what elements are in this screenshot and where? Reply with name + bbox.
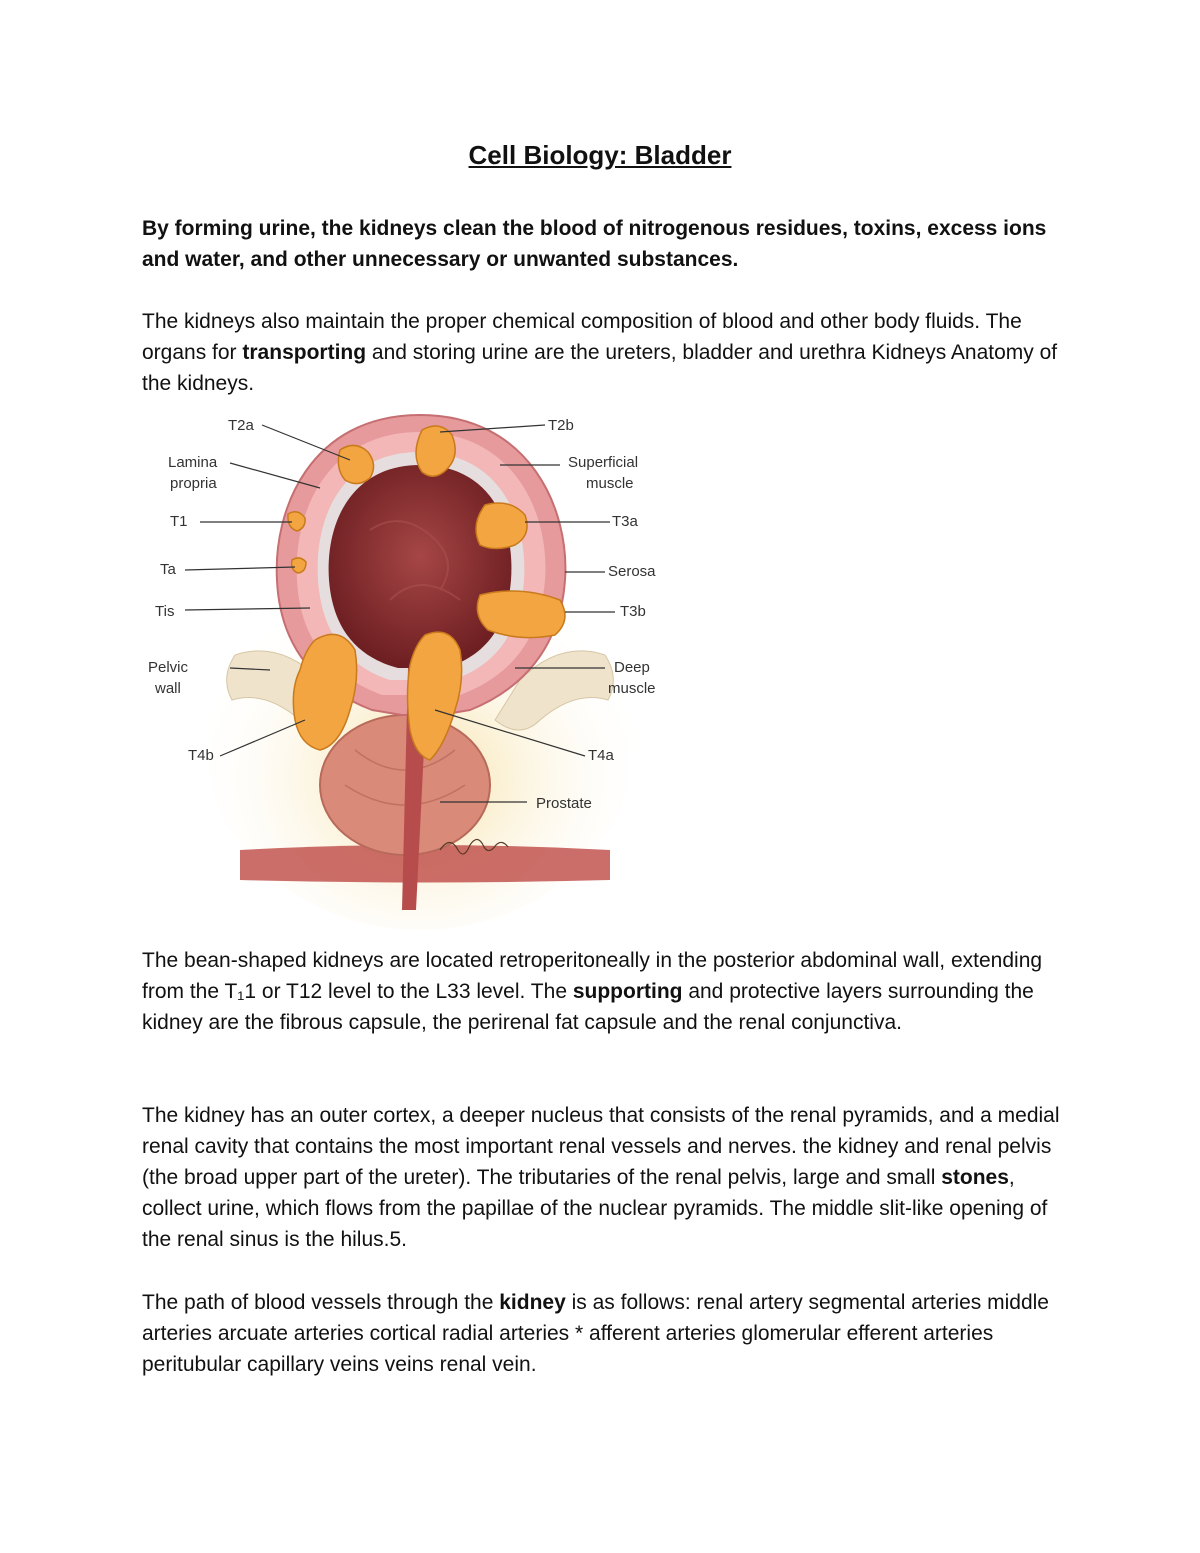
paragraph-text: The kidney has an outer cortex, a deeper… — [142, 1104, 1060, 1189]
label-t3a: T3a — [612, 513, 639, 530]
paragraph-kidney-location: The bean-shaped kidneys are located retr… — [142, 945, 1072, 1038]
label-ta: Ta — [160, 561, 177, 578]
bold-term: transporting — [242, 341, 367, 364]
paragraph-text: , collect urine, which flows from the pa… — [142, 1166, 1048, 1251]
paragraph-text: The path of blood vessels through the — [142, 1291, 500, 1314]
bladder-cancer-staging-illustration: T2a T2b Lamina propria Superficial muscl… — [140, 410, 700, 930]
pelvic-bone-right — [494, 650, 614, 731]
tumors — [287, 425, 566, 761]
label-t2a: T2a — [228, 417, 255, 434]
tumor-t4b — [292, 633, 358, 751]
bold-term: supporting — [572, 980, 683, 1003]
label-pelvic-wall-line1: Pelvic — [148, 659, 189, 676]
bold-term: kidney — [499, 1291, 566, 1314]
tumor-t1 — [287, 511, 306, 532]
label-lamina-propria-line2: propria — [170, 475, 217, 492]
tumor-t2b — [415, 425, 456, 477]
label-prostate: Prostate — [536, 795, 592, 812]
label-tis: Tis — [155, 603, 174, 620]
paragraph-text: and protective layers surrounding the ki… — [142, 980, 1034, 1034]
tumor-t2a — [337, 444, 375, 485]
paragraph-text: The kidneys also maintain the proper che… — [142, 310, 1022, 364]
illustrator-signature — [439, 838, 509, 855]
tumor-t3b — [476, 590, 566, 639]
paragraph-blood-path: The path of blood vessels through the ki… — [142, 1287, 1072, 1380]
tumor-t3a — [475, 502, 528, 550]
label-t3b: T3b — [620, 603, 646, 620]
leader-lines — [184, 424, 615, 803]
lumen-folds — [369, 520, 461, 601]
paragraph-text: The bean-shaped kidneys are located retr… — [142, 949, 1043, 1003]
bladder-diagram: T2a T2b Lamina propria Superficial muscl… — [148, 413, 656, 930]
bold-term: stones — [941, 1166, 1009, 1189]
paragraph-text: is as follows: renal artery segmental ar… — [142, 1291, 1049, 1376]
document-title: Cell Biology: Bladder — [468, 140, 732, 170]
label-pelvic-wall-line2: wall — [154, 680, 181, 697]
label-t2b: T2b — [548, 417, 574, 434]
intro-paragraph: By forming urine, the kidneys clean the … — [142, 217, 1047, 271]
paragraph-kidney-structure: The kidney has an outer cortex, a deeper… — [142, 1100, 1072, 1255]
label-t1: T1 — [170, 513, 188, 530]
label-t4a: T4a — [588, 747, 615, 764]
bladder-lumen — [328, 465, 512, 668]
paragraph-text: and storing urine are the ureters, bladd… — [142, 341, 1058, 395]
label-deep-muscle-line1: Deep — [614, 659, 650, 676]
label-deep-muscle-line2: muscle — [608, 680, 656, 697]
label-lamina-propria-line1: Lamina — [168, 454, 218, 471]
label-t4b: T4b — [188, 747, 214, 764]
paragraph-kidney-function: The kidneys also maintain the proper che… — [142, 306, 1072, 399]
label-superficial-muscle-line1: Superficial — [568, 454, 638, 471]
tumor-t4a — [406, 631, 463, 761]
label-superficial-muscle-line2: muscle — [586, 475, 634, 492]
tumor-ta — [290, 557, 307, 574]
label-serosa: Serosa — [608, 563, 656, 580]
pelvic-floor-muscle — [240, 845, 610, 883]
